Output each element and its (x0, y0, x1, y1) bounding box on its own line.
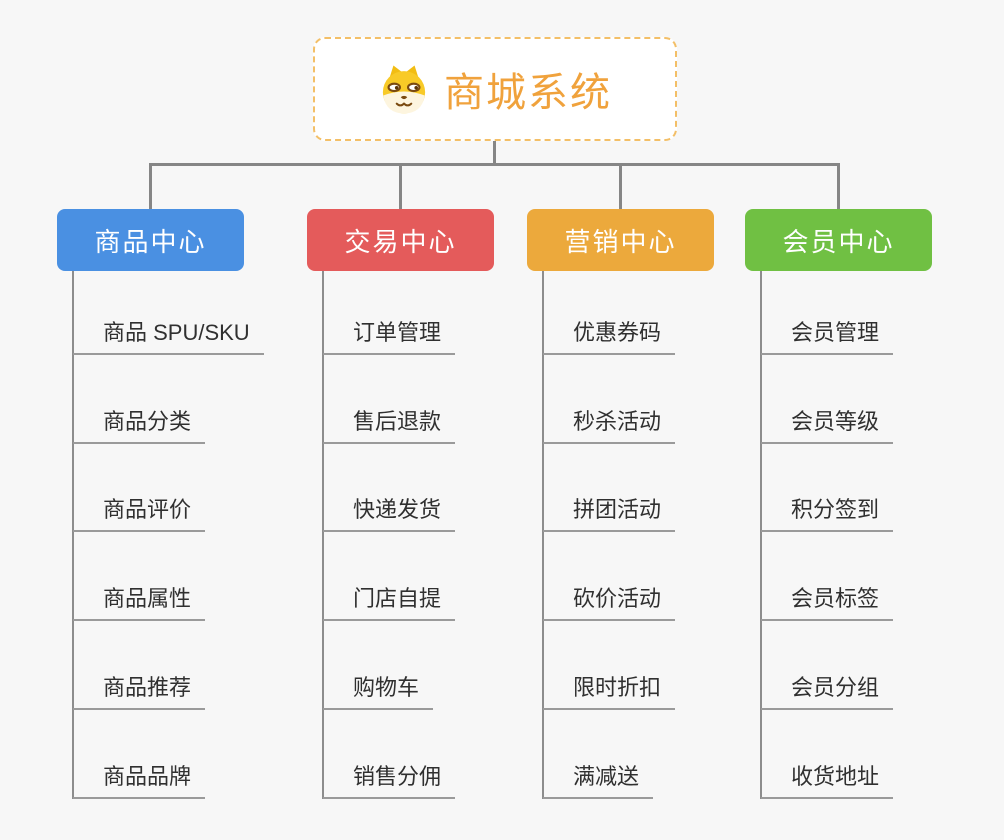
leaf-node[interactable]: 商品推荐 (73, 671, 206, 710)
leaf-node[interactable]: 销售分佣 (323, 760, 456, 799)
branch-node-marketing-center[interactable]: 营销中心 (527, 209, 714, 271)
branch-column-marketing: 营销中心 优惠券码 秒杀活动 拼团活动 砍价活动 限时折扣 满减送 (527, 209, 787, 819)
branch-column-trade: 交易中心 订单管理 售后退款 快递发货 门店自提 购物车 销售分佣 (307, 209, 567, 819)
leaf-node[interactable]: 商品品牌 (73, 760, 206, 799)
leaf-node[interactable]: 收货地址 (761, 760, 894, 799)
connector-trunk (760, 271, 762, 799)
leaf-node[interactable]: 限时折扣 (543, 671, 676, 710)
leaf-node[interactable]: 门店自提 (323, 582, 456, 621)
root-title: 商城系统 (444, 71, 612, 115)
connector-trunk (542, 271, 544, 799)
branch-node-product-center[interactable]: 商品中心 (57, 209, 244, 271)
connector-horizontal (149, 163, 840, 166)
leaf-node[interactable]: 会员等级 (761, 405, 894, 444)
branch-column-member: 会员中心 会员管理 会员等级 积分签到 会员标签 会员分组 收货地址 (745, 209, 1004, 819)
leaf-node[interactable]: 拼团活动 (543, 493, 676, 532)
branch-node-member-center[interactable]: 会员中心 (745, 209, 932, 271)
branch-column-product: 商品中心 商品 SPU/SKU 商品分类 商品评价 商品属性 商品推荐 商品品牌 (57, 209, 317, 819)
leaf-node[interactable]: 购物车 (323, 671, 434, 710)
leaf-node[interactable]: 会员标签 (761, 582, 894, 621)
branch-node-trade-center[interactable]: 交易中心 (307, 209, 494, 271)
leaf-node[interactable]: 快递发货 (323, 493, 456, 532)
leaf-node[interactable]: 商品 SPU/SKU (73, 316, 264, 355)
connector-drop-member (837, 163, 840, 209)
leaf-node[interactable]: 会员分组 (761, 671, 894, 710)
leaf-node[interactable]: 商品属性 (73, 582, 206, 621)
connector-root-drop (493, 141, 496, 164)
leaf-node[interactable]: 会员管理 (761, 316, 894, 355)
connector-trunk (72, 271, 74, 799)
leaf-node[interactable]: 满减送 (543, 760, 654, 799)
leaf-node[interactable]: 订单管理 (323, 316, 456, 355)
leaf-node[interactable]: 商品分类 (73, 405, 206, 444)
leaf-node[interactable]: 砍价活动 (543, 582, 676, 621)
leaf-node[interactable]: 秒杀活动 (543, 405, 676, 444)
connector-drop-marketing (619, 163, 622, 209)
dog-face-icon (382, 65, 426, 114)
connector-trunk (322, 271, 324, 799)
connector-drop-trade (399, 163, 402, 209)
root-node[interactable]: 商城系统 (313, 37, 677, 141)
connector-drop-product (149, 163, 152, 209)
leaf-node[interactable]: 优惠券码 (543, 316, 676, 355)
leaf-node[interactable]: 售后退款 (323, 405, 456, 444)
leaf-node[interactable]: 积分签到 (761, 493, 894, 532)
leaf-node[interactable]: 商品评价 (73, 493, 206, 532)
